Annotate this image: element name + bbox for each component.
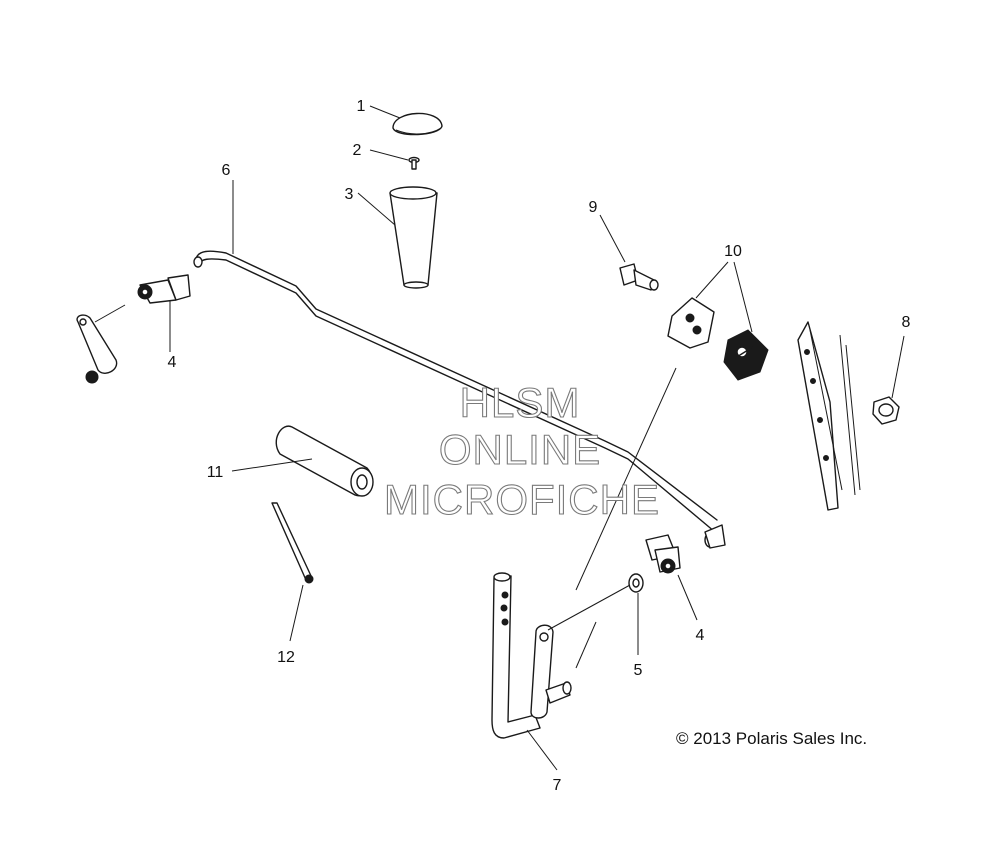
- watermark-line-2: ONLINE: [439, 426, 601, 473]
- part-clip-left: [76, 274, 191, 384]
- part-shift-rod: [193, 250, 726, 549]
- part-nut: [872, 396, 900, 425]
- callout-7: 7: [553, 777, 562, 794]
- part-knob-cap: [392, 112, 443, 136]
- part-shift-lever: [491, 572, 572, 739]
- callout-labels: 1 2 3 4 4 5 6 7 8 9 10 11 12: [168, 98, 911, 794]
- part-pin: [271, 502, 314, 584]
- watermark: HLSM ONLINE MICROFICHE: [383, 378, 660, 523]
- callout-9: 9: [589, 199, 598, 216]
- watermark-line-3: MICROFICHE: [384, 476, 660, 523]
- part-clip-right: [645, 534, 681, 574]
- watermark-line-1: HLSM: [460, 379, 581, 426]
- callout-6: 6: [222, 162, 231, 179]
- callout-4-left: 4: [168, 354, 177, 371]
- callout-5: 5: [634, 662, 643, 679]
- part-small-screw: [408, 156, 420, 170]
- part-bushings: [667, 297, 769, 381]
- leader-lines: [94, 105, 905, 771]
- callout-2: 2: [353, 142, 362, 159]
- callout-3: 3: [345, 186, 354, 203]
- part-frame-bracket: [797, 321, 861, 511]
- part-washer: [628, 573, 644, 593]
- callout-4-right: 4: [696, 627, 705, 644]
- callout-10: 10: [724, 243, 742, 260]
- callout-8: 8: [902, 314, 911, 331]
- part-bolt: [619, 263, 659, 291]
- part-grip-sleeve: [275, 425, 374, 497]
- callout-1: 1: [357, 98, 366, 115]
- callout-11: 11: [207, 464, 224, 481]
- copyright-notice: © 2013 Polaris Sales Inc.: [676, 729, 867, 748]
- part-knob-tube: [389, 186, 438, 289]
- callout-12: 12: [277, 649, 295, 666]
